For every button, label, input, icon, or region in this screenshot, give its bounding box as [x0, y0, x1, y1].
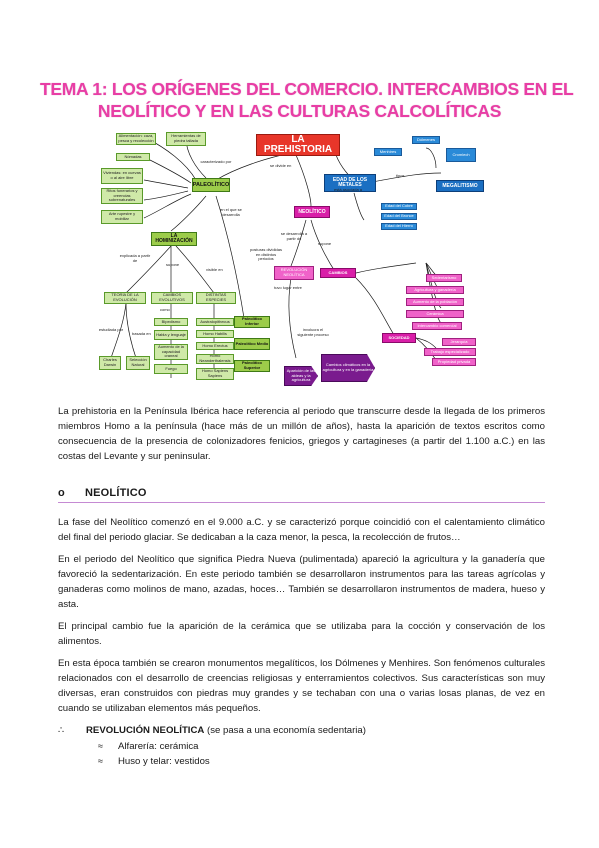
list-item: ≈ Alfarería: cerámica	[98, 739, 199, 754]
map-label: caracterizado por	[200, 159, 232, 164]
cambios-item-2: Habla y lenguaje	[154, 330, 188, 340]
map-label: estudiada por	[98, 327, 124, 332]
paragraph-4: En esta época también se crearon monumen…	[58, 658, 545, 714]
especie-3: Homo Erectus	[196, 342, 234, 350]
section-bullet: o	[58, 487, 65, 499]
left-box-4: Ritos funerarios y creencias sobrenatura…	[101, 188, 143, 204]
list-item-text: Huso y telar: vestidos	[118, 756, 210, 767]
cambio-box-2: Agricultura y ganadería	[406, 286, 464, 294]
seleccion-box: Selección Natural	[126, 356, 150, 370]
revolucion-box: REVOLUCIÓN NEOLÍTICA	[274, 266, 314, 280]
cambios-item-4: Fuego	[154, 364, 188, 374]
map-label: posturas divididas en distintos periodos	[249, 247, 283, 262]
map-label: visible en	[206, 267, 223, 272]
arrow-box-1: Cambios climáticos en la agricultura y e…	[321, 354, 375, 382]
especie-5: Homo Sapiens Sapiens	[196, 368, 234, 380]
map-label: en el que se desarrolla	[220, 207, 242, 217]
prehistoria-box: LA PREHISTORIA	[256, 134, 340, 156]
sociedad-item-2: Trabajo especializado	[424, 348, 476, 356]
mega-box-1: Menhires	[374, 148, 402, 156]
cambio-box-4: Cerámica	[406, 310, 464, 318]
hominizacion-box: LA HOMINIZACIÓN	[151, 232, 197, 246]
megalitismo-box: MEGALITISMO	[436, 180, 484, 192]
map-label: tipos	[396, 173, 405, 178]
metal-box-1: Edad del Cobre	[381, 203, 417, 210]
list-heading: ∴ REVOLUCIÓN NEOLÍTICA (se pasa a una eco…	[58, 723, 366, 738]
sociedad-item-3: Propiedad privada	[432, 358, 476, 366]
evolution-box-2: CAMBIOS EVOLUTIVOS	[151, 292, 193, 304]
left-box-5: Arte rupestre y mobiliar	[101, 210, 143, 224]
left-box-1: Alimentación: caza, pesca y recolección	[116, 133, 156, 145]
evolution-box-1: TEORÍA DE LA EVOLUCIÓN	[104, 292, 146, 304]
map-label: se desarrolla a partir de	[280, 231, 308, 241]
concept-map: LA PREHISTORIA PALEOLÍTICO NEOLÍTICO EDA…	[96, 128, 504, 398]
cambios-box: CAMBIOS	[320, 268, 356, 278]
title-line-2: NEOLÍTICO Y EN LAS CULTURAS CALCOLÍTICAS	[97, 101, 502, 121]
map-label: está asociada a	[333, 187, 363, 192]
map-label: se divide en	[270, 163, 292, 168]
title-line-1: TEMA 1: LOS ORÍGENES DEL COMERCIO. INTER…	[40, 79, 574, 99]
paragraph-3: El principal cambio fue la aparición de …	[58, 621, 545, 647]
list-heading-strong: REVOLUCIÓN NEOLÍTICA	[86, 725, 205, 736]
mega-box-3: Cromlech	[446, 148, 476, 162]
cambios-item-3: Aumento de la capacidad craneal	[154, 344, 188, 360]
map-label: supone	[166, 262, 180, 267]
neolitico-box: NEOLÍTICO	[294, 206, 330, 218]
list-heading-note: (se pasa a una economía sedentaria)	[204, 725, 366, 736]
evolution-box-3: DISTINTAS ESPECIES	[196, 292, 236, 304]
paragraph-2: En el periodo del Neolítico que signific…	[58, 554, 545, 610]
left-box-3: Viviendas: en cuevas o al aire libre	[101, 168, 143, 184]
list-item-text: Alfarería: cerámica	[118, 741, 199, 752]
left-box-2: Nómadas	[116, 153, 150, 161]
map-label: explicada a partir de	[119, 253, 151, 263]
darwin-box: Charles Darwin	[99, 356, 121, 370]
pal-superior-box: Paleolítico Superior	[234, 360, 270, 372]
mega-box-2: Dólmenes	[412, 136, 440, 144]
list-item: ≈ Huso y telar: vestidos	[98, 754, 210, 769]
especie-1: Australopithecus	[196, 318, 234, 326]
therefore-icon: ∴	[58, 725, 65, 736]
pal-inferior-box: Paleolítico Inferior	[234, 316, 270, 328]
sociedad-item-1: Jerarquía	[442, 338, 476, 346]
page-title: TEMA 1: LOS ORÍGENES DEL COMERCIO. INTER…	[40, 78, 574, 122]
paragraph-1: La fase del Neolítico comenzó en el 9.00…	[58, 517, 545, 543]
metal-box-3: Edad del Hierro	[381, 223, 417, 230]
approx-icon: ≈	[98, 756, 103, 766]
map-label: como	[160, 307, 170, 312]
approx-icon: ≈	[98, 741, 103, 751]
section-heading: o NEOLÍTICO	[58, 486, 545, 503]
especie-4: Homo Neanderthalensis	[196, 354, 234, 364]
cambios-item-1: Bipedismo	[154, 318, 188, 326]
especie-2: Homo Habilis	[196, 330, 234, 338]
cambio-box-3: Aumento de la población	[406, 298, 464, 306]
top-box: Herramientas de piedra tallada	[166, 132, 206, 146]
arrow-box-2: Aparición de las aldeas y la agricultura	[284, 366, 318, 386]
sociedad-box: SOCIEDAD	[382, 333, 416, 343]
intro-paragraph: La prehistoria en la Península Ibérica h…	[58, 406, 545, 462]
cambio-box-5: Intercambio comercial	[412, 322, 462, 330]
map-label: involucra el siguiente proceso	[297, 327, 329, 337]
paleolitico-box: PALEOLÍTICO	[192, 178, 230, 192]
pal-medio-box: Paleolítico Medio	[234, 338, 270, 350]
map-label: tuvo lugar entre	[274, 285, 302, 290]
map-label: supone	[318, 241, 332, 246]
cambio-box-1: Sedentarismo	[426, 274, 462, 282]
edad-metales-box: EDAD DE LOS METALES	[324, 174, 376, 192]
section-title: NEOLÍTICO	[85, 487, 147, 499]
map-label: basada en	[132, 331, 151, 336]
metal-box-2: Edad del Bronce	[381, 213, 417, 220]
